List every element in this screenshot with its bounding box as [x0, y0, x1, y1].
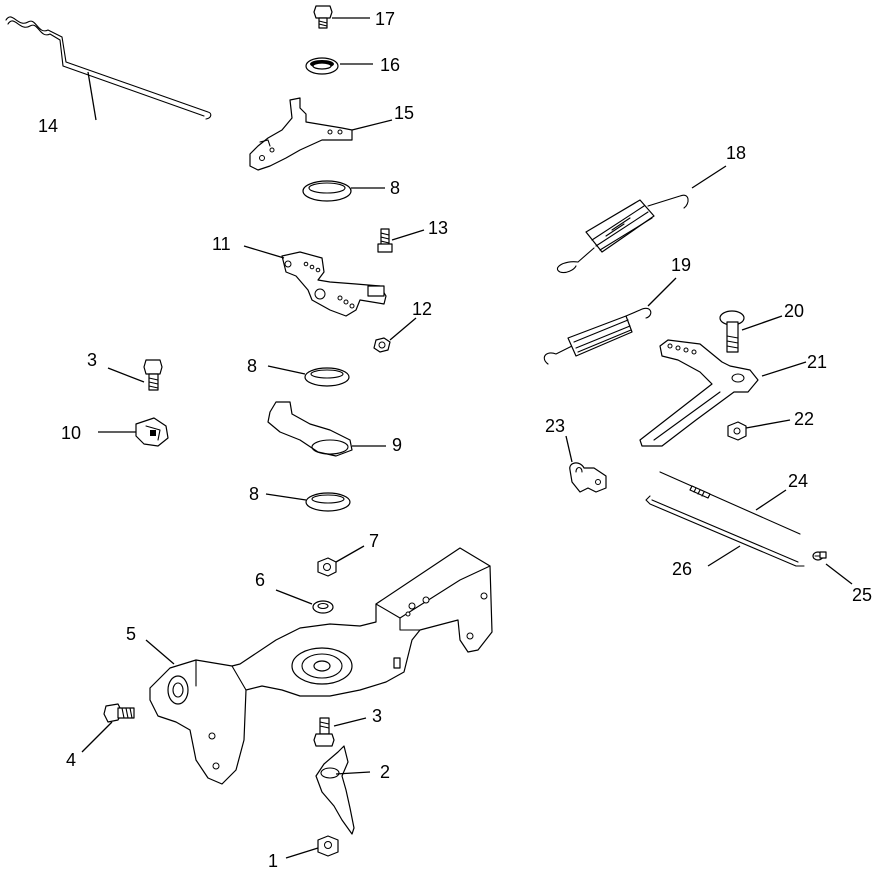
part-19-spring: [543, 307, 652, 365]
part-16-washer: [305, 57, 339, 75]
callout-25: 25: [852, 585, 872, 605]
callout-20: 20: [784, 301, 804, 321]
part-4-bolt: [103, 703, 135, 723]
part-20-carriage-bolt: [719, 310, 745, 353]
callout-2: 2: [380, 762, 390, 782]
part-11-lever: [281, 251, 387, 317]
callout-8-b: 8: [247, 356, 257, 376]
callout-24: 24: [788, 471, 808, 491]
part-15-lever: [249, 97, 353, 171]
leader-lines: [81, 17, 853, 859]
callout-19: 19: [671, 255, 691, 275]
callout-15: 15: [394, 103, 414, 123]
callout-6: 6: [255, 570, 265, 590]
callout-14: 14: [38, 116, 58, 136]
part-7-nut: [317, 557, 337, 577]
part-10-clamp: [135, 417, 169, 447]
part-22-nut: [727, 421, 747, 441]
part-3-bolt-b: [313, 717, 335, 747]
callout-17: 17: [375, 9, 395, 29]
callout-12: 12: [412, 299, 432, 319]
callout-8-c: 8: [249, 484, 259, 504]
part-8-washer-b: [304, 367, 350, 387]
callout-26: 26: [672, 559, 692, 579]
part-5-control-bracket: [149, 547, 493, 785]
part-1-nut: [317, 835, 339, 857]
part-8-washer-c: [305, 492, 351, 512]
callout-3-a: 3: [87, 350, 97, 370]
part-23-clip: [569, 462, 607, 493]
part-9-lever: [267, 401, 353, 457]
callout-labels: 17 16 14 15 8 18 13 11 19 12 20 3 8 21 2…: [38, 9, 872, 870]
callout-8-a: 8: [390, 178, 400, 198]
callout-3-b: 3: [372, 706, 382, 726]
part-2-plate: [315, 745, 355, 835]
callout-4: 4: [66, 750, 76, 770]
part-17-bolt: [313, 5, 333, 29]
callout-9: 9: [392, 435, 402, 455]
callout-5: 5: [126, 624, 136, 644]
callout-10: 10: [61, 423, 81, 443]
callout-21: 21: [807, 352, 827, 372]
callout-1: 1: [268, 851, 278, 870]
part-6-washer: [312, 600, 334, 614]
part-8-washer-a: [302, 180, 352, 202]
callout-11: 11: [212, 234, 231, 254]
callout-22: 22: [794, 409, 814, 429]
part-14-link-rod: [5, 16, 212, 120]
part-25-screw: [812, 551, 827, 561]
part-24-cable: [659, 471, 801, 535]
part-21-lever: [639, 339, 759, 447]
callout-16: 16: [380, 55, 400, 75]
callout-13: 13: [428, 218, 448, 238]
callout-18: 18: [726, 143, 746, 163]
callout-23: 23: [545, 416, 565, 436]
part-13-bolt: [377, 228, 393, 253]
part-12-nut: [373, 337, 391, 353]
part-18-spring: [556, 194, 689, 274]
callout-7: 7: [369, 531, 379, 551]
part-26-rod: [645, 495, 805, 567]
part-3-bolt-a: [143, 359, 163, 391]
